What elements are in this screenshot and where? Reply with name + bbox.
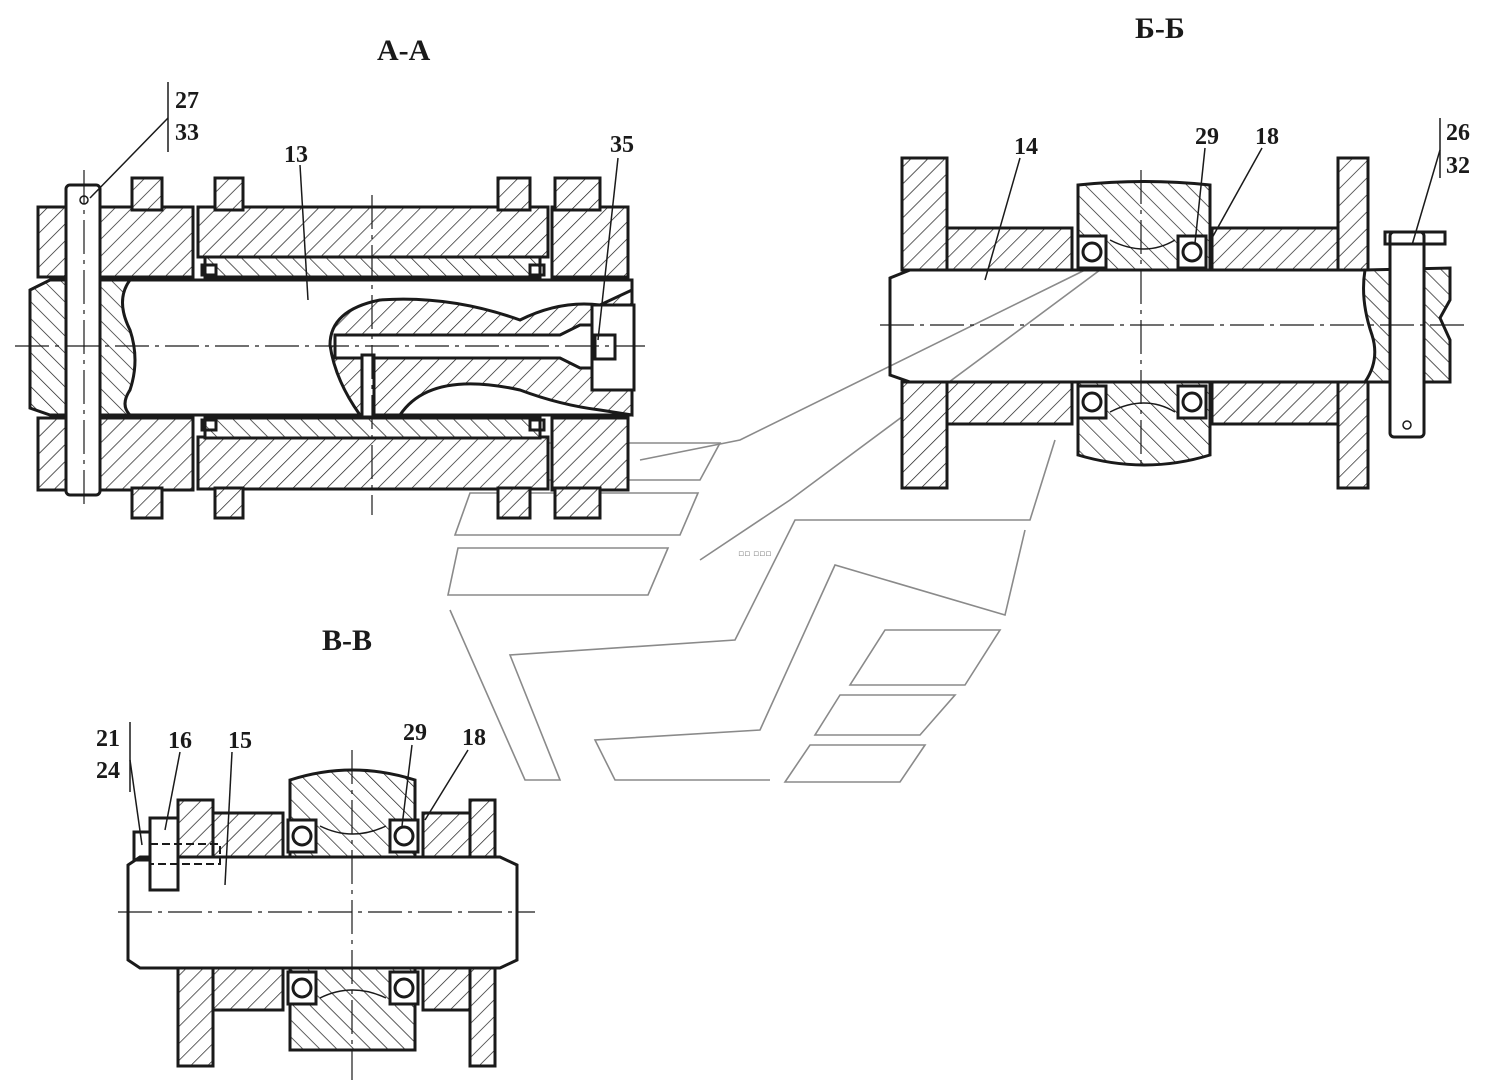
- part-number-26: 26: [1446, 120, 1470, 146]
- part-number-35: 35: [610, 132, 634, 158]
- part-number-29-vv: 29: [403, 720, 427, 746]
- watermark-logo: ▫▫ ▫▫▫: [447, 269, 1101, 783]
- section-title-aa: А-А: [377, 34, 431, 67]
- section-vv: [118, 722, 535, 1080]
- section-title-vv: В-В: [322, 624, 372, 657]
- part-number-18-vv: 18: [462, 725, 486, 751]
- section-aa: [15, 82, 645, 520]
- part-number-18-bb: 18: [1255, 124, 1279, 150]
- part-number-16: 16: [168, 728, 192, 754]
- section-bb: [880, 118, 1470, 490]
- part-number-21: 21: [96, 726, 120, 752]
- part-number-32: 32: [1446, 153, 1470, 179]
- part-number-13: 13: [284, 142, 308, 168]
- part-number-33: 33: [175, 120, 199, 146]
- part-number-14: 14: [1014, 134, 1038, 160]
- svg-text:▫▫ ▫▫▫: ▫▫ ▫▫▫: [738, 549, 771, 559]
- part-number-24: 24: [96, 758, 120, 784]
- section-title-bb: Б-Б: [1135, 12, 1185, 45]
- part-number-15: 15: [228, 728, 252, 754]
- part-number-27: 27: [175, 88, 199, 114]
- part-number-29-bb: 29: [1195, 124, 1219, 150]
